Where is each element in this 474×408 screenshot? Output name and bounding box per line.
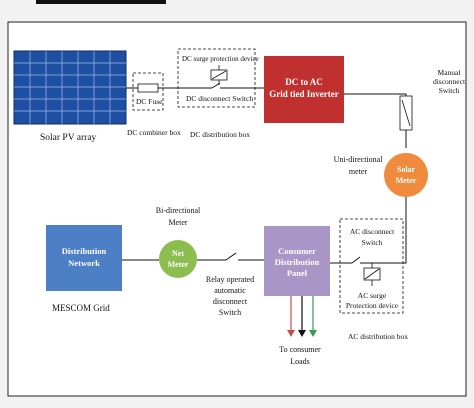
uni-directional-label-line1: Uni-directional: [334, 155, 384, 164]
ac-disconnect-label-line2: Switch: [362, 238, 383, 247]
relay-label-line2: automatic: [214, 286, 246, 295]
inverter-box: [264, 56, 344, 123]
distribution-network-box: [46, 225, 122, 291]
relay-switch-icon: [225, 252, 237, 261]
bi-directional-label-line2: Meter: [168, 218, 187, 227]
inverter-label-line1: DC to AC: [285, 77, 323, 87]
relay-label-line3: disconnect: [213, 297, 248, 306]
distribution-network-label-line1: Distribution: [62, 246, 107, 256]
relay-label-line1: Relay operated: [206, 275, 254, 284]
ac-disconnect-switch-icon: [351, 256, 361, 265]
ac-distribution-box: [339, 218, 404, 314]
dc-fuse-icon: [137, 83, 159, 93]
load-arrow-green-head: [309, 330, 317, 337]
mescom-grid-label: MESCOM Grid: [52, 303, 110, 313]
solar-pv-label: Solar PV array: [40, 133, 97, 143]
consumer-panel-label-line2: Distribution: [275, 257, 320, 267]
dc-surge-label: DC surge protection device: [182, 55, 259, 63]
ac-distribution-label: AC distribution box: [348, 332, 408, 341]
top-decoration-bar: [36, 0, 166, 4]
manual-disconnect-switch-icon: [399, 95, 413, 131]
ac-disconnect-label-line1: AC disconnect: [350, 227, 395, 236]
dc-distribution-label: DC distribution box: [190, 130, 250, 139]
loads-label-line2: Loads: [290, 357, 310, 366]
manual-switch-label-line3: Switch: [439, 86, 460, 95]
bi-directional-label-line1: Bi-directional: [156, 206, 201, 215]
dc-surge-protection-icon: [210, 65, 228, 85]
solar-meter-label-line1: Solar: [397, 165, 416, 174]
dc-fuse-label: DC Fuse: [136, 97, 163, 106]
load-arrows: [287, 296, 317, 337]
load-arrow-black-head: [298, 330, 306, 337]
distribution-network-label-line2: Network: [68, 258, 100, 268]
uni-directional-label-line2: meter: [349, 167, 368, 176]
ac-surge-label-line1: AC surge: [358, 291, 387, 300]
dc-disconnect-switch-icon: [211, 82, 221, 90]
consumer-panel-label-line3: Panel: [287, 268, 308, 278]
manual-switch-label-line2: disconnect: [433, 77, 466, 86]
dc-combiner-label: DC combiner box: [127, 128, 181, 137]
net-meter: [159, 240, 197, 278]
dc-combiner-box: [132, 72, 164, 111]
solar-meter: [384, 153, 428, 197]
solar-meter-label-line2: Meter: [396, 176, 417, 185]
consumer-panel-label-line1: Consumer: [278, 246, 316, 256]
inverter-label-line2: Grid tied Inverter: [269, 89, 338, 99]
ac-surge-protection-icon: [363, 263, 381, 286]
net-meter-label-line2: Meter: [168, 260, 189, 269]
dc-disconnect-label: DC disconnect Switch: [186, 94, 253, 103]
relay-label-line4: Switch: [219, 308, 241, 317]
ac-surge-label-line2: Protection device: [346, 301, 399, 310]
consumer-distribution-panel: [264, 226, 330, 296]
solar-pv-array: [13, 50, 127, 125]
manual-switch-label-line1: Manual: [438, 68, 461, 77]
net-meter-label-line1: Net: [172, 249, 184, 258]
dc-distribution-box: [177, 48, 256, 108]
loads-label-line1: To consumer: [279, 345, 321, 354]
load-arrow-red-head: [287, 330, 295, 337]
